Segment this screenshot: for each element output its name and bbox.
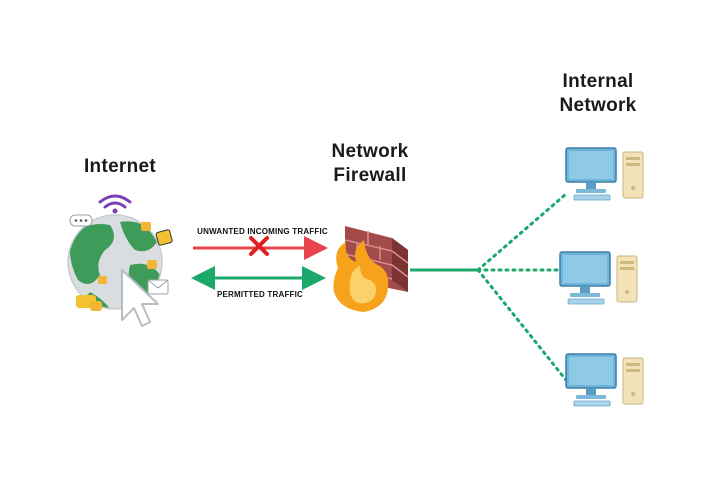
wifi-icon bbox=[98, 194, 132, 214]
internal-network-label-line1: Internal bbox=[562, 71, 634, 92]
permitted-traffic-label: PERMITTED TRAFFIC bbox=[216, 290, 304, 299]
desktop-computer-icon bbox=[565, 147, 644, 201]
link-computer-3 bbox=[476, 268, 568, 382]
internal-connection-lines bbox=[410, 192, 568, 382]
unwanted-traffic-label: UNWANTED INCOMING TRAFFIC bbox=[197, 227, 328, 236]
internal-network-label: Internal Network bbox=[528, 70, 668, 118]
desktop-computer-icon bbox=[565, 353, 644, 407]
internet-label: Internet bbox=[83, 156, 157, 177]
desktop-computer-icon bbox=[559, 251, 638, 305]
link-computer-1 bbox=[476, 192, 568, 272]
firewall-label-line2: Firewall bbox=[333, 164, 407, 186]
globe-with-cursor-icon bbox=[67, 214, 173, 327]
firewall-label-line1: Network bbox=[331, 141, 409, 162]
brick-wall-flame-icon bbox=[333, 226, 409, 312]
internal-network-label-line2: Network bbox=[559, 94, 637, 116]
x-mark-icon bbox=[249, 236, 269, 256]
firewall-label: Network Firewall bbox=[300, 140, 440, 188]
